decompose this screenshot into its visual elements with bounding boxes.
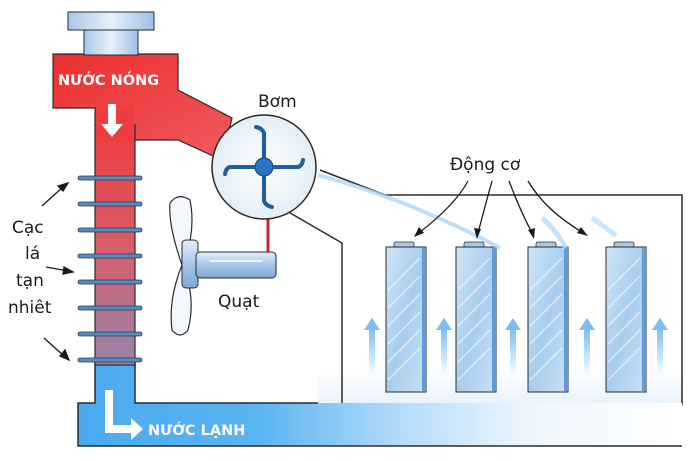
motor-cell-texture — [529, 347, 563, 381]
fan-shaft — [195, 251, 277, 279]
hot-water-label: NƯỚC NÓNG — [58, 71, 159, 89]
radiator-fin — [77, 357, 143, 363]
motor-cell-side — [492, 248, 496, 391]
airflow-arrow-shaft — [441, 328, 447, 376]
motor-cell-texture — [457, 257, 491, 291]
airflow-arrows — [364, 318, 668, 376]
motor-cell-texture — [529, 257, 563, 291]
motor-cell-texture — [529, 275, 563, 309]
inner-duct-outline — [284, 209, 343, 405]
motor-cells — [385, 241, 647, 393]
motor-cell-side — [642, 248, 646, 391]
motor-cell-texture — [529, 293, 563, 327]
airflow-arrow-head — [579, 318, 595, 330]
motor-cell-texture — [387, 275, 421, 309]
airflow-arrow — [364, 318, 380, 376]
motor-cell-texture — [457, 329, 491, 363]
fins-label-line1: Cạc — [12, 218, 44, 238]
hot-water-header — [52, 53, 233, 161]
pump-outlet-stream — [317, 173, 501, 250]
motor-cell-texture — [457, 347, 491, 381]
motor-cell-texture — [457, 293, 491, 327]
airflow-arrow-head — [436, 318, 452, 330]
motor-cell — [527, 241, 569, 393]
radiator-fin — [77, 331, 143, 337]
radiator-fin — [77, 227, 143, 233]
pump-hub — [254, 157, 274, 177]
motor-cell-texture — [387, 257, 421, 291]
pump-label: Bơm — [258, 92, 297, 112]
motors-arrowheads — [414, 227, 588, 239]
airflow-arrow-head — [652, 318, 668, 330]
radiator-fin — [77, 305, 143, 311]
radiator-column — [94, 124, 136, 366]
airflow-arrow — [436, 318, 452, 376]
motor-cell-texture — [607, 257, 641, 291]
pump-impeller-icon — [223, 125, 305, 209]
airflow-arrow — [579, 318, 595, 376]
tank-cap — [67, 11, 155, 31]
motor-cell — [385, 241, 427, 393]
fan — [169, 196, 277, 336]
fins-label-line2: lá — [25, 244, 40, 264]
airflow-arrow — [652, 318, 668, 376]
motor-cell-texture — [607, 293, 641, 327]
motor-cell — [455, 241, 497, 393]
cold-water-arrow — [105, 390, 143, 440]
airflow-arrow-shaft — [510, 328, 516, 376]
airflow-arrow-shaft — [584, 328, 590, 376]
motor-cell-texture — [387, 347, 421, 381]
airflow-arrow-head — [505, 318, 521, 330]
motor-cell-texture — [607, 347, 641, 381]
motors-label: Động cơ — [450, 155, 521, 175]
tank-cap-neck — [83, 29, 139, 56]
motor-cell-body — [455, 246, 497, 393]
motor-cell-side — [422, 248, 426, 391]
radiator-fin — [77, 175, 143, 181]
cold-water-label: NƯỚC LẠNH — [148, 421, 245, 439]
motor-cell-texture — [607, 275, 641, 309]
motor-cell-texture — [529, 329, 563, 363]
motor-cell-body — [527, 246, 569, 393]
cold-water-pipe — [78, 360, 682, 446]
airflow-arrow-head — [364, 318, 380, 330]
motor-cell-texture — [607, 329, 641, 363]
radiator-fin — [77, 253, 143, 259]
fan-label: Quạt — [218, 292, 260, 312]
motor-cell-texture — [457, 311, 491, 345]
fins-pointer-arrows — [41, 181, 75, 362]
motor-cell-texture — [387, 329, 421, 363]
motor-cell-body — [605, 246, 647, 393]
radiator-fins — [77, 175, 143, 363]
radiator-fin — [77, 201, 143, 207]
motor-cell-body — [385, 246, 427, 393]
airflow-arrow-shaft — [657, 328, 663, 376]
spray-1 — [540, 216, 569, 250]
motor-cell — [605, 241, 647, 393]
hot-water-down-arrow — [101, 104, 123, 137]
airflow-arrow-shaft — [369, 328, 375, 376]
fins-label-line4: nhiêt — [8, 298, 52, 318]
motor-cell-texture — [457, 275, 491, 309]
radiator-fin — [77, 279, 143, 285]
motor-cell-texture — [529, 311, 563, 345]
pump — [211, 114, 317, 220]
fins-label-line3: tạn — [16, 271, 44, 291]
motor-cell-texture — [607, 311, 641, 345]
airflow-arrow — [505, 318, 521, 376]
motor-cell-texture — [387, 293, 421, 327]
spray-2 — [590, 215, 618, 238]
cold-water-pipe-outline — [77, 362, 682, 447]
motor-cell-side — [564, 248, 568, 391]
motors-pointer-arrows — [419, 180, 583, 234]
motor-cell-texture — [387, 311, 421, 345]
